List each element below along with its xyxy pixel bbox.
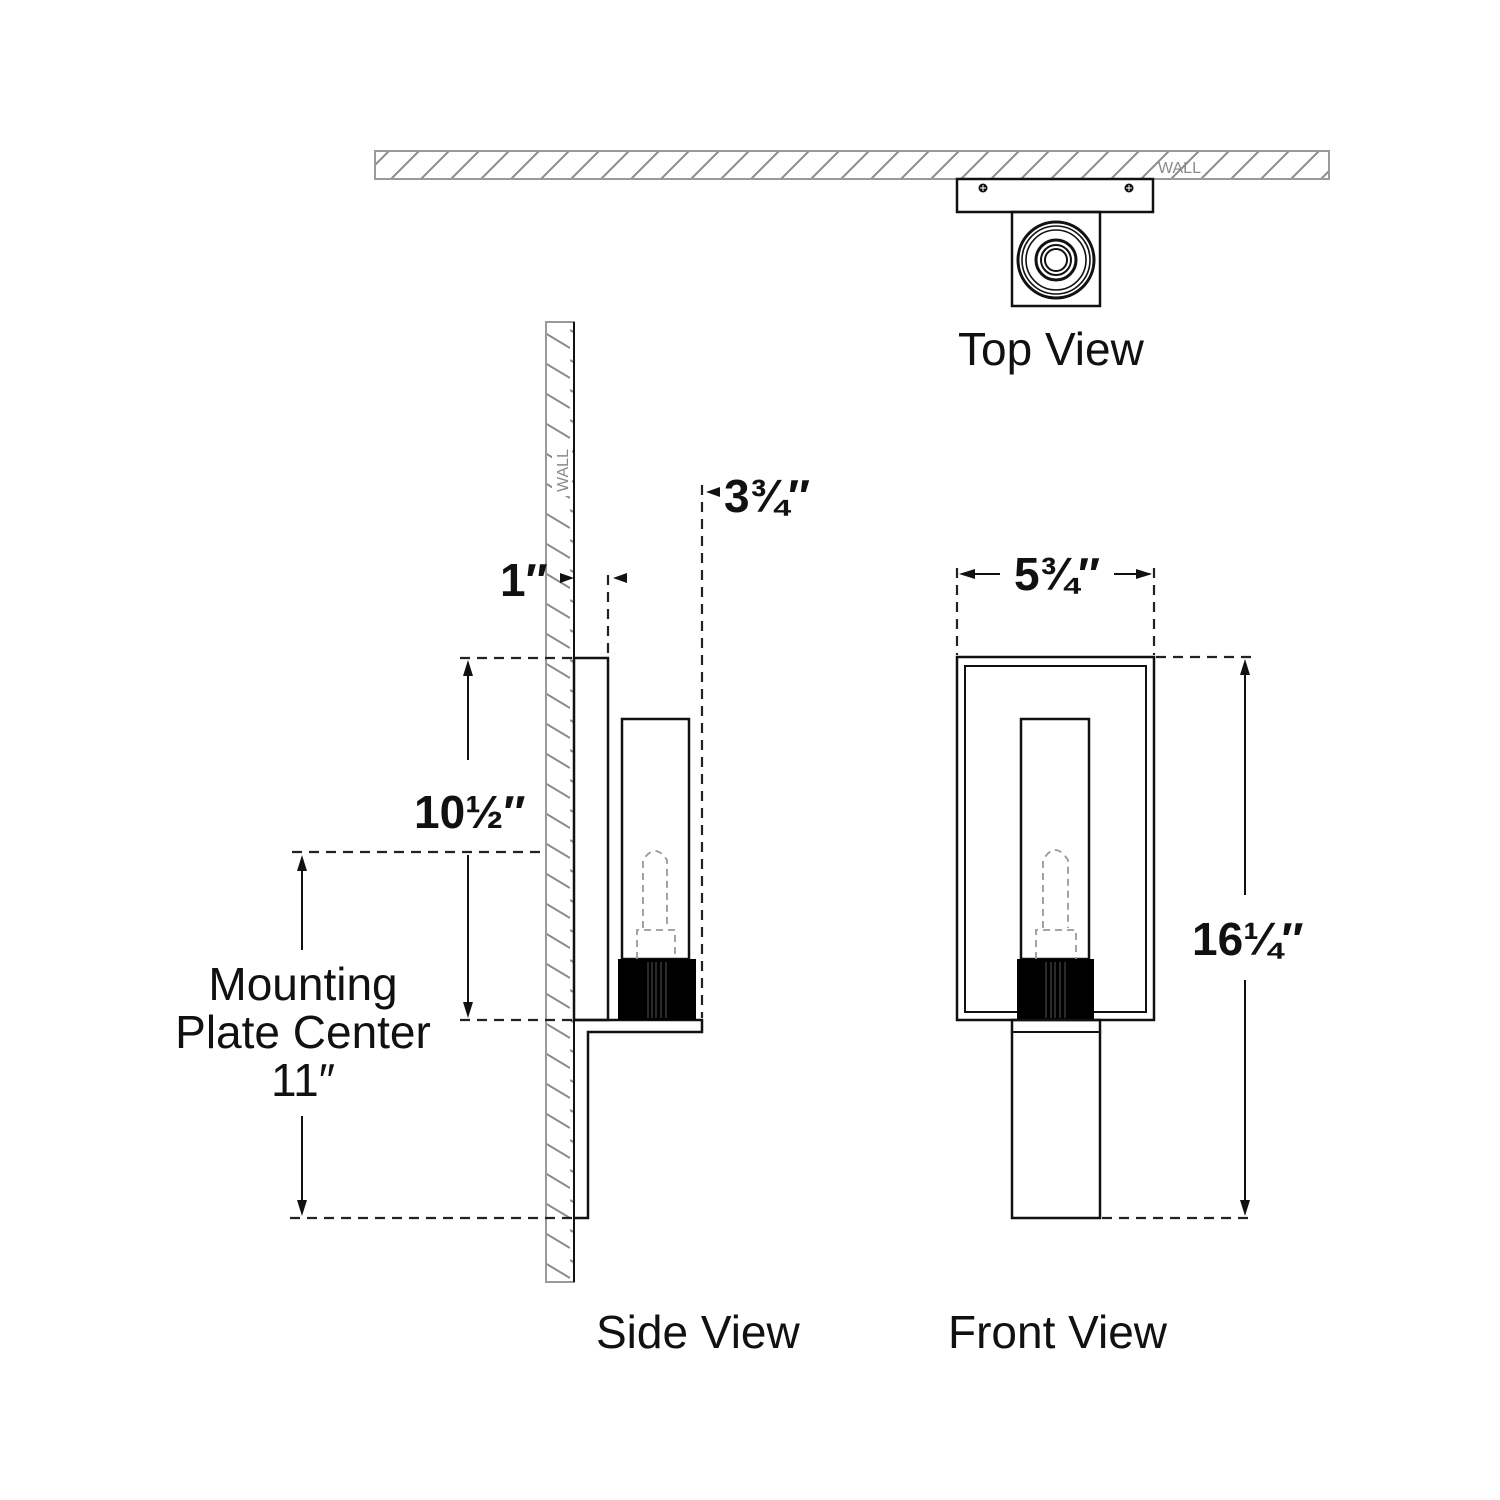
- front-backplate: [1010, 1018, 1102, 1220]
- side-shade: [620, 717, 691, 961]
- side-wall-label: WALL: [555, 449, 572, 492]
- dim-top-to-mount: 10½″: [414, 786, 526, 838]
- top-socket-rings: [1016, 220, 1096, 300]
- side-backplate: [572, 656, 610, 1022]
- side-bulb: [636, 850, 676, 959]
- side-view: WALL 1″ 3¾″: [175, 321, 810, 1358]
- dim-backplate-depth: 1″: [500, 554, 548, 606]
- front-view: 5¾″ 16¼″ Front View: [948, 548, 1304, 1358]
- dim-overall-height: 16¼″: [1192, 913, 1304, 965]
- top-backplate: [955, 177, 1155, 214]
- front-shade: [1019, 717, 1091, 961]
- dim-overall-extension: 3¾″: [724, 470, 810, 522]
- top-shade-box: [1010, 210, 1102, 308]
- side-socket: [618, 959, 696, 1020]
- mounting-label-line2: Plate Center: [175, 1006, 431, 1058]
- mounting-label-line1: Mounting: [208, 958, 397, 1010]
- mounting-label-value: 11″: [271, 1054, 335, 1106]
- side-arm: [574, 1018, 704, 1220]
- front-bulb: [1035, 849, 1077, 959]
- top-view-label: Top View: [958, 323, 1145, 375]
- side-view-label: Side View: [596, 1306, 801, 1358]
- top-wall-label: WALL: [1158, 160, 1201, 177]
- top-view: WALL Top View: [374, 150, 1330, 375]
- screw-icon: [978, 183, 988, 193]
- dim-overall-width: 5¾″: [1014, 548, 1100, 600]
- top-wall-hatch: [376, 152, 1328, 178]
- screw-icon: [1124, 183, 1134, 193]
- front-view-label: Front View: [948, 1306, 1168, 1358]
